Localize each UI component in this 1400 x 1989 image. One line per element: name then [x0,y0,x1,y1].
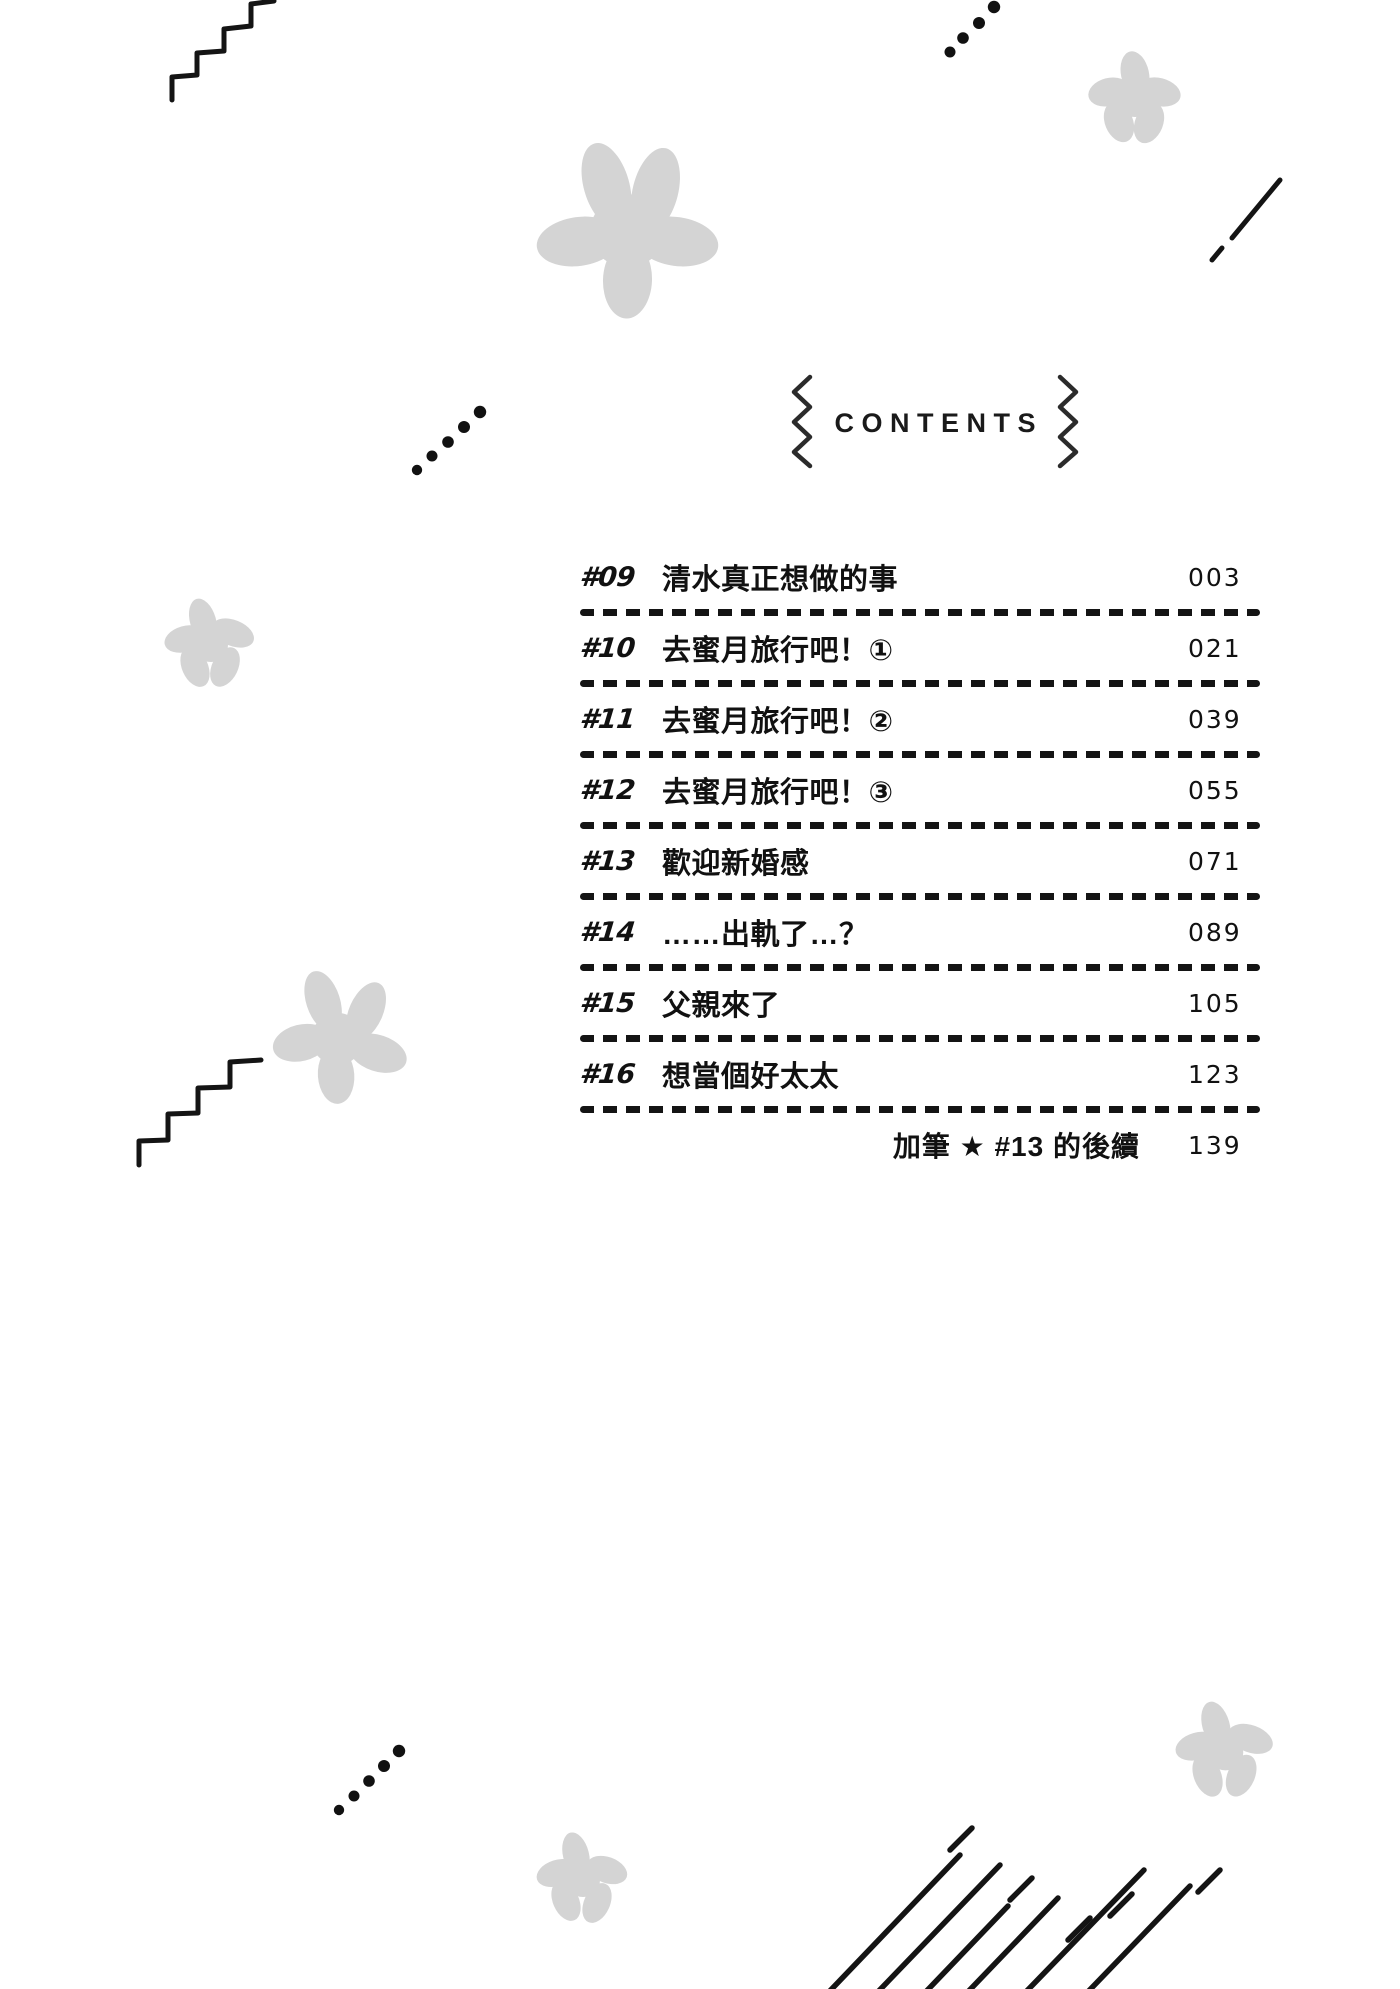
toc-page-number: 055 [1188,775,1242,805]
toc-chapter-number: #13 [578,845,637,877]
toc-chapter-number: #14 [578,916,637,948]
toc-divider [580,893,1260,900]
zigzag-stairs-top-left-icon [150,0,280,105]
toc-chapter-number: #15 [578,987,637,1019]
toc-chapter-title: 去蜜月旅行吧！② [662,706,894,738]
toc-entry-09[interactable]: #09 清水真正想做的事 003 [578,545,1260,609]
toc-entry-14[interactable]: #14 ……出軌了…？ 089 [578,900,1260,964]
toc-page-number: 003 [1188,562,1242,592]
zigzag-left-ornament-icon [772,374,816,474]
dot-trail-top-right-icon [880,0,1030,80]
toc-divider [580,1035,1260,1042]
toc-chapter-number: #12 [578,774,637,806]
toc-entry-15[interactable]: #15 父親來了 105 [578,971,1260,1035]
toc-chapter-number: #11 [578,703,637,735]
dot-trail-upper-left-icon [390,390,530,500]
toc-chapter-title: 去蜜月旅行吧！① [662,635,894,667]
toc-entry-16[interactable]: #16 想當個好太太 123 [578,1042,1260,1106]
toc-divider [580,822,1260,829]
toc-page-number: 123 [1188,1059,1242,1089]
toc-entry-11[interactable]: #11 去蜜月旅行吧！② 039 [578,687,1260,751]
toc-chapter-number: #16 [578,1058,637,1090]
toc-page-number: 105 [1188,988,1242,1018]
flower-bottom-center-icon [535,1830,635,1930]
speed-lines-bottom-right-icon [810,1770,1230,1989]
table-of-contents: #09 清水真正想做的事 003 #10 去蜜月旅行吧！① 021 #11 去蜜… [578,545,1260,1177]
toc-chapter-title: 清水真正想做的事 [662,564,899,596]
toc-page-number: 071 [1188,846,1242,876]
toc-entry-12[interactable]: #12 去蜜月旅行吧！③ 055 [578,758,1260,822]
toc-entry-10[interactable]: #10 去蜜月旅行吧！① 021 [578,616,1260,680]
flower-top-right-icon [1085,50,1185,150]
contents-header: CONTENTS [780,368,1090,478]
toc-entry-13[interactable]: #13 歡迎新婚感 071 [578,829,1260,893]
toc-divider [580,680,1260,687]
zigzag-right-ornament-icon [1054,374,1098,474]
toc-chapter-title: 父親來了 [662,990,781,1022]
toc-divider [580,609,1260,616]
toc-page-number: 139 [1188,1130,1242,1160]
toc-page-number: 089 [1188,917,1242,947]
toc-page-number: 039 [1188,704,1242,734]
toc-chapter-title: 歡迎新婚感 [662,848,810,880]
toc-chapter-title: 想當個好太太 [662,1061,840,1093]
toc-divider [580,751,1260,758]
toc-page-number: 021 [1188,633,1242,663]
toc-chapter-number: #10 [578,632,637,664]
flower-bottom-right-icon [1175,1700,1280,1805]
toc-chapter-title: 去蜜月旅行吧！③ [662,777,894,809]
flower-mid-left-icon [163,595,263,695]
dot-trail-bottom-left-icon [300,1690,440,1830]
toc-divider [580,964,1260,971]
slash-lines-top-right-icon [1190,170,1320,290]
flower-lower-left-icon [272,970,407,1104]
toc-chapter-title: ……出軌了…？ [662,919,869,951]
toc-entry-bonus[interactable]: 加筆 ★ #13 的後續 139 [580,1113,1260,1177]
flower-upper-center-icon [536,140,719,319]
zigzag-stairs-mid-left-icon [120,1010,310,1170]
toc-divider [580,1106,1260,1113]
toc-chapter-number: #09 [578,561,637,593]
toc-bonus-title: 加筆 ★ #13 的後續 [892,1131,1140,1162]
page-title: CONTENTS [834,407,1043,438]
